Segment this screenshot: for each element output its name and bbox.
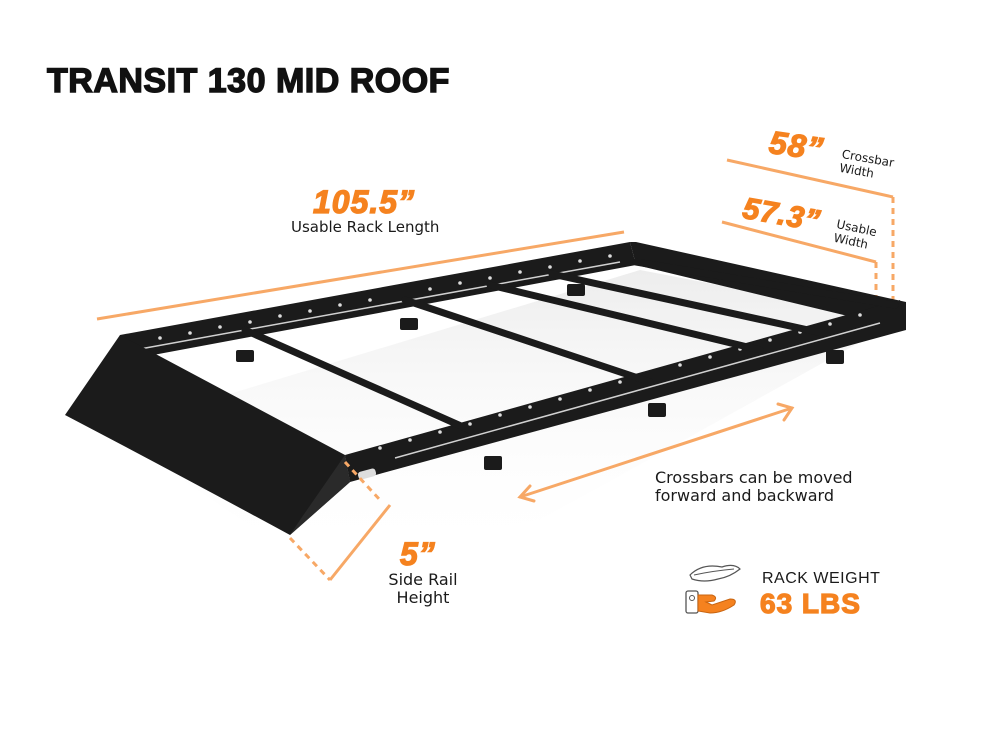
side-rail-height-label-line2: Height bbox=[396, 588, 450, 608]
brand-logo bbox=[357, 468, 377, 480]
rack-length-dimension-line bbox=[96, 230, 625, 321]
crossbar-move-arrow bbox=[517, 402, 795, 503]
crossbar-width-dimension-line bbox=[726, 158, 895, 300]
side-rail-height-dimension-line bbox=[288, 460, 392, 582]
crossbar-1 bbox=[241, 326, 474, 434]
rack-length-label: Usable Rack Length bbox=[291, 218, 440, 236]
rack-weight-title: RACK WEIGHT bbox=[762, 570, 881, 587]
page-title: TRANSIT 130 MID ROOF bbox=[46, 61, 450, 100]
hand-feather-icon bbox=[685, 564, 741, 614]
rack-length-value: 105.5” bbox=[312, 183, 416, 220]
crossbar-move-line1: Crossbars can be moved bbox=[655, 468, 853, 487]
crossbar-move-line2: forward and backward bbox=[655, 486, 834, 506]
side-rail-height-label-line1: Side Rail bbox=[388, 570, 458, 589]
side-rail-height-value: 5” bbox=[399, 535, 436, 572]
crossbar-width-value: 58” bbox=[766, 123, 827, 168]
rack-weight-value: 63 LBS bbox=[759, 587, 861, 619]
mounting-feet bbox=[236, 284, 844, 470]
wind-fairing bbox=[65, 335, 350, 535]
crossbars bbox=[241, 258, 899, 434]
side-rail-height-label: Side Rail Height bbox=[378, 570, 468, 608]
crossbar-move-annotation: Crossbars can be moved forward and backw… bbox=[655, 468, 853, 506]
near-side-rail bbox=[345, 300, 906, 482]
